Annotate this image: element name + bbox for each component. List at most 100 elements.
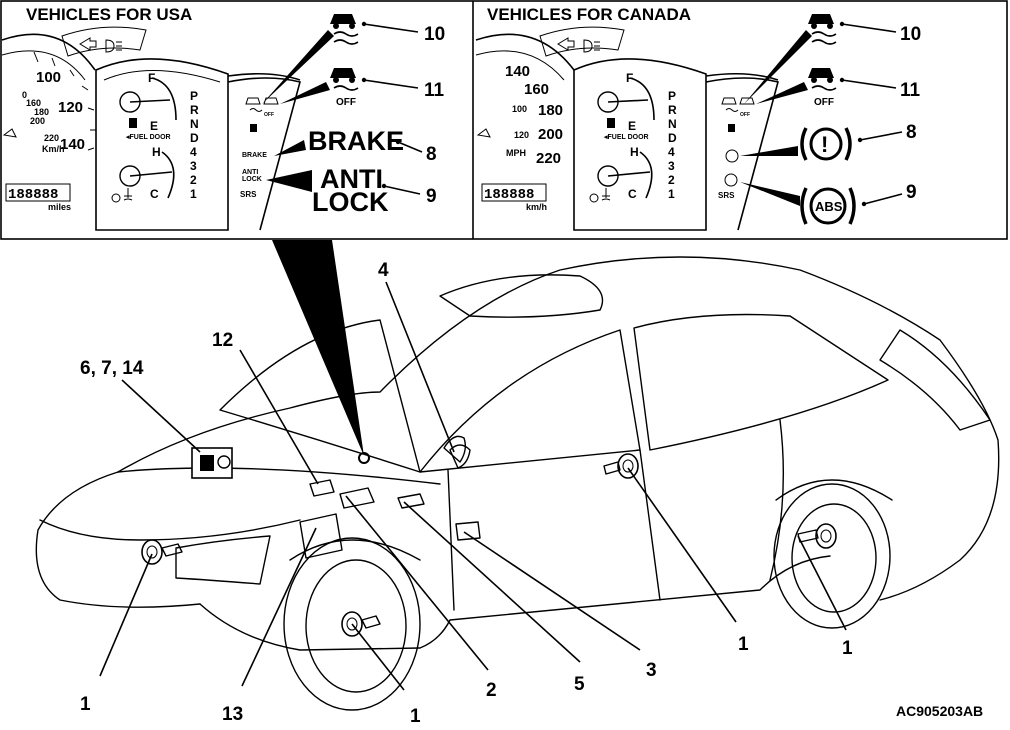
callout-1-rear-wheel: 1 xyxy=(842,638,853,659)
callout-5: 5 xyxy=(574,674,585,695)
usa-traction-lamp-icon xyxy=(245,97,263,112)
canada-brake-warning-icon: ! xyxy=(800,127,852,161)
canada-fog-lamp-icon xyxy=(583,39,600,53)
usa-speed-small-200: 200 xyxy=(30,116,45,126)
callout-1-front-wheel: 1 xyxy=(410,706,421,727)
canada-traction-off-icon xyxy=(808,68,837,91)
usa-leader-10 xyxy=(262,30,334,104)
usa-lamp-off-text: OFF xyxy=(264,112,274,118)
usa-speed-120: 120 xyxy=(58,99,83,116)
usa-speedometer-rim xyxy=(1,33,96,71)
usa-speed-small-180: 180 xyxy=(34,107,49,117)
canada-speed-220: 220 xyxy=(536,150,561,167)
usa-ref-11: 11 xyxy=(424,80,445,101)
vehicle-body-line xyxy=(117,256,1000,601)
front-right-wheel-sensor xyxy=(341,611,381,637)
component-12-part xyxy=(309,479,335,497)
front-left-wheel-sensor xyxy=(141,539,183,565)
usa-gear-R: R xyxy=(190,103,199,117)
canada-fuel-F: F xyxy=(626,71,633,85)
canada-lamp-srs: SRS xyxy=(718,191,735,200)
component-5-part xyxy=(397,493,425,509)
canada-ref-8: 8 xyxy=(906,122,917,143)
usa-fog-lamp-icon xyxy=(105,39,122,53)
canada-odometer-frame xyxy=(481,183,547,202)
canada-fuel-scale xyxy=(629,77,655,121)
canada-speed-small-100: 100 xyxy=(512,104,527,114)
usa-fuel-scale xyxy=(151,77,177,121)
usa-lamp-lock: LOCK xyxy=(242,176,262,183)
canada-ref-9: 9 xyxy=(906,182,917,203)
callout-3: 3 xyxy=(646,660,657,681)
usa-fuel-needle xyxy=(129,99,171,103)
usa-ref-8: 8 xyxy=(426,144,437,165)
canada-abs-warning-icon: ABS xyxy=(800,187,856,225)
canada-odometer: 188888 xyxy=(484,187,534,203)
callout-leaders xyxy=(99,281,847,691)
canada-gear-2: 2 xyxy=(668,173,675,187)
vehicle-sunroof xyxy=(439,274,604,318)
canada-traction-lamp-icon xyxy=(721,97,739,112)
canada-speed-needle-icon xyxy=(476,128,491,138)
usa-fuel-pump-icon xyxy=(129,118,137,128)
canada-abs-text: ABS xyxy=(815,199,843,214)
vehicle-front-side-window xyxy=(419,329,641,473)
canada-temp-H: H xyxy=(630,145,639,159)
usa-gear-3: 3 xyxy=(190,159,197,173)
usa-traction-control-icon xyxy=(330,14,359,45)
usa-lamp-column xyxy=(227,77,301,231)
canada-traction-control-icon xyxy=(808,14,837,45)
figure-id: AC905203AB xyxy=(896,703,983,719)
canada-fuel-pump-icon xyxy=(607,118,615,128)
canada-abs-lamp-icon xyxy=(724,173,738,187)
canada-gear-R: R xyxy=(668,103,677,117)
usa-traction-off-icon xyxy=(330,68,359,91)
vehicle-rear-wheel xyxy=(773,483,891,629)
callout-4: 4 xyxy=(378,260,389,281)
canada-leader-9 xyxy=(740,182,800,206)
usa-speed-140: 140 xyxy=(60,136,85,153)
usa-lamp-brake: BRAKE xyxy=(242,152,267,159)
usa-coolant-icon xyxy=(123,188,133,201)
usa-leader-8 xyxy=(274,140,306,156)
usa-traction-off-lamp-icon xyxy=(263,97,279,105)
canada-fuel-lamp-icon xyxy=(728,124,735,132)
canada-odometer-unit: km/h xyxy=(526,202,547,212)
canada-fuel-door: ◂FUEL DOOR xyxy=(603,134,649,141)
dash-pointer-wedge xyxy=(272,240,364,456)
callout-1-rear-door: 1 xyxy=(738,634,749,655)
canada-speed-unit: MPH xyxy=(506,148,526,158)
component-13-part xyxy=(299,513,343,559)
rear-left-wheel-sensor xyxy=(603,453,639,479)
canada-traction-off-lamp-icon xyxy=(739,97,755,105)
usa-fuel-F: F xyxy=(148,71,155,85)
usa-speed-small-160: 160 xyxy=(26,98,41,108)
canada-temp-scale xyxy=(639,151,653,199)
callout-2: 2 xyxy=(486,680,497,701)
usa-panel-title: VEHICLES FOR USA xyxy=(26,5,192,24)
usa-leader-11 xyxy=(280,82,330,104)
hydraulic-unit xyxy=(191,447,233,479)
canada-brake-symbol: ! xyxy=(821,132,828,157)
vehicle-front-wheel xyxy=(283,537,421,711)
callout-6-7-14: 6, 7, 14 xyxy=(80,358,144,379)
canada-gear-4: 4 xyxy=(668,145,675,159)
usa-speed-ticks xyxy=(33,51,96,151)
canada-speed-200: 200 xyxy=(538,126,563,143)
usa-brake-word: BRAKE xyxy=(308,126,404,156)
usa-gear-indicator: P R N D 4 3 2 1 xyxy=(190,89,199,201)
usa-center-gauge-frame xyxy=(95,58,229,231)
usa-speed-small-220: 220 xyxy=(44,133,59,143)
vehicle-rear-window xyxy=(879,329,991,431)
canada-fuel-E: E xyxy=(628,119,636,133)
canada-ref-10: 10 xyxy=(900,24,921,45)
canada-speedometer-rim xyxy=(475,33,575,71)
callout-12: 12 xyxy=(212,330,233,351)
usa-gear-1: 1 xyxy=(190,187,197,201)
usa-gear-D: D xyxy=(190,131,199,145)
usa-panel: VEHICLES FOR USA 100 120 140 0 160 180 2… xyxy=(1,5,445,231)
canada-coolant-icon xyxy=(601,188,611,201)
usa-speed-100: 100 xyxy=(36,69,61,86)
usa-lock-word: LOCK xyxy=(312,187,389,217)
